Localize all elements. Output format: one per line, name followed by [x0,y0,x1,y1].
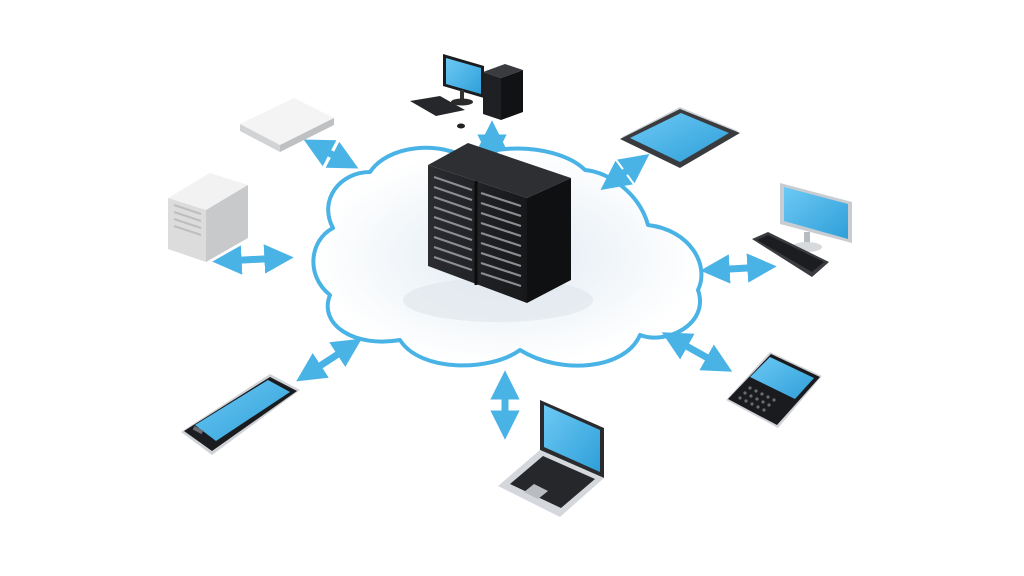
arrow-mobile [296,338,362,382]
monitor-keyboard-icon [752,183,852,277]
arrow-tower [212,244,294,275]
server-rack-icon [403,143,593,322]
mobile-phone-icon [181,374,300,455]
arrow-monitor [700,253,777,284]
tower-server-icon [168,173,248,262]
smartphone-qwerty-icon [726,352,822,428]
connection-arrows [212,120,777,440]
arrow-appliance [303,139,359,169]
arrow-smartphone [661,332,733,372]
network-appliance-icon [240,98,334,152]
desktop-computer-icon [410,54,523,129]
laptop-icon [498,400,604,517]
tablet-icon [620,107,740,168]
arrow-tablet [600,154,650,190]
